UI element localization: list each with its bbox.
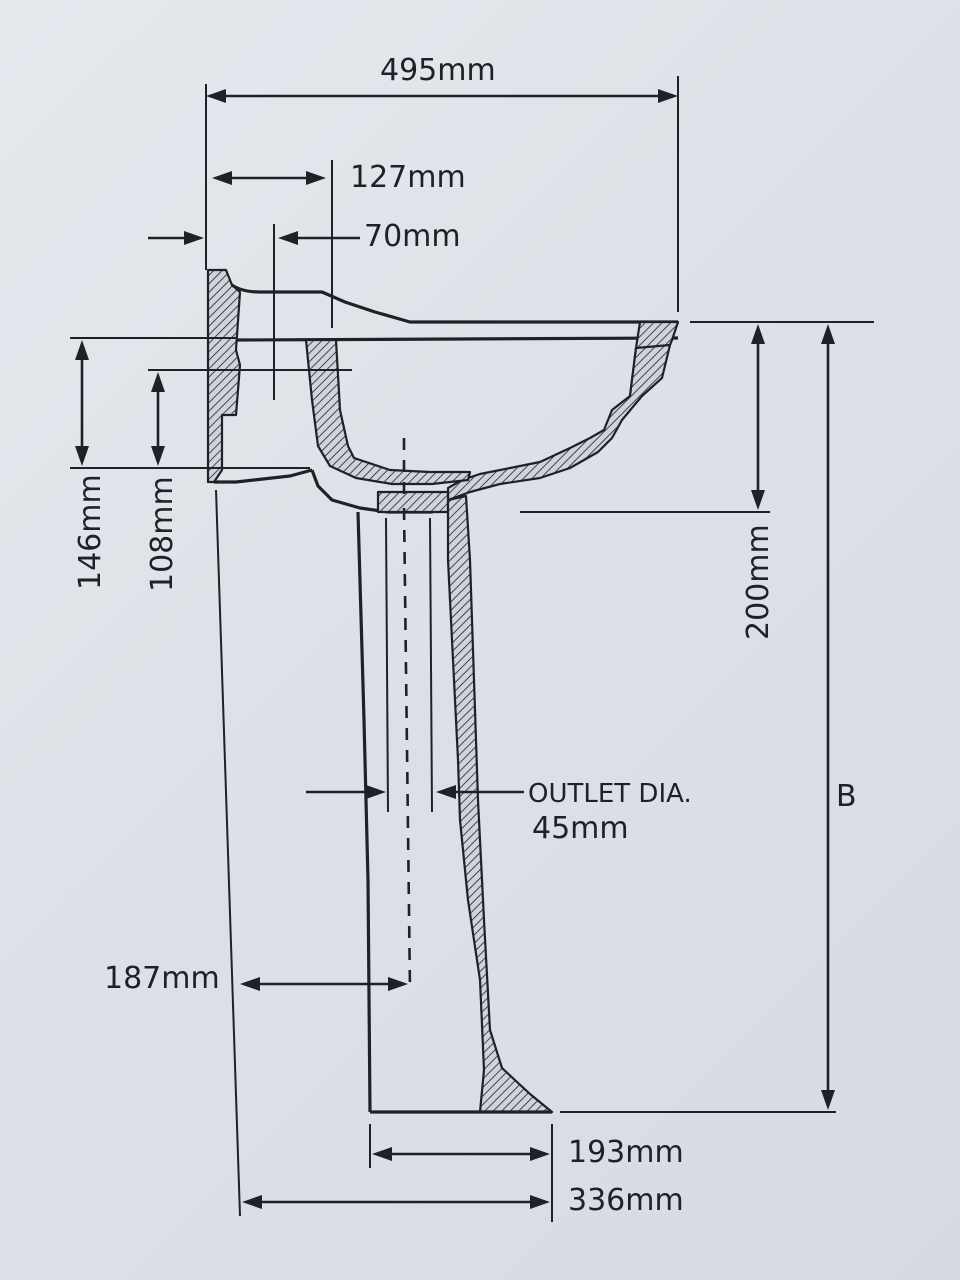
label-127: 127mm (350, 160, 466, 195)
dim-495 (205, 76, 679, 312)
label-187: 187mm (104, 961, 220, 996)
dim-193-336 (242, 1124, 553, 1222)
label-108: 108mm (145, 476, 180, 592)
label-outlet-value: 45mm (532, 811, 629, 846)
outlet-centrelines (385, 438, 433, 991)
dim-187 (215, 489, 408, 1217)
label-70: 70mm (364, 219, 461, 254)
label-495: 495mm (380, 53, 496, 88)
dim-127 (212, 160, 333, 328)
label-193: 193mm (568, 1135, 684, 1170)
label-outlet-title: OUTLET DIA. (528, 779, 692, 809)
label-b: B (836, 779, 857, 814)
label-336: 336mm (568, 1183, 684, 1218)
basin-body (206, 268, 680, 514)
dim-146-108 (70, 337, 352, 469)
label-200: 200mm (741, 524, 776, 640)
pedestal (356, 494, 554, 1114)
dim-outlet (306, 785, 524, 799)
dim-200-b (520, 321, 874, 1113)
label-146: 146mm (73, 474, 108, 590)
